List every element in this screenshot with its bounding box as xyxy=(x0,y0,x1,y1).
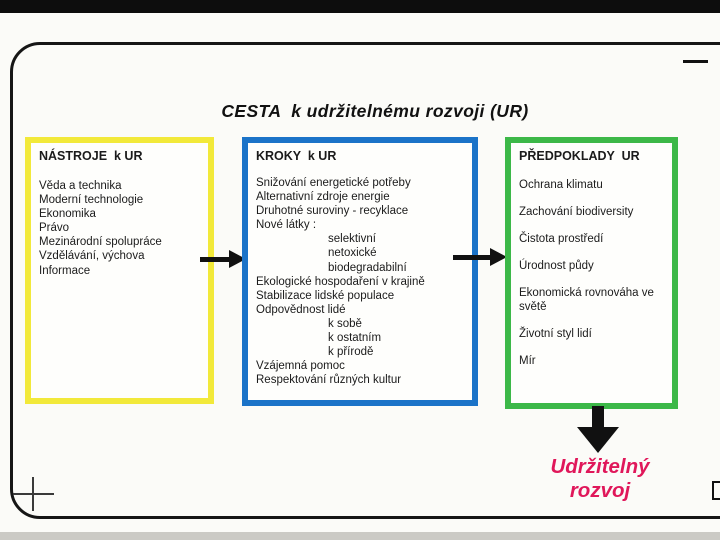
box-kroky: KROKY k UR Snižování energetické potřeby… xyxy=(242,137,478,406)
list-item: Ochrana klimatu xyxy=(519,179,603,191)
arrow-right-head-icon xyxy=(490,248,507,266)
list-item: Vzájemná pomoc xyxy=(256,360,345,373)
list-item: k přírodě xyxy=(328,346,374,359)
list-item: k sobě xyxy=(328,317,362,330)
list-item: selektivní xyxy=(328,233,376,246)
box-kroky-header: KROKY k UR xyxy=(256,149,337,163)
list-item: Stabilizace lidské populace xyxy=(256,289,395,302)
list-item: netoxické xyxy=(328,247,377,260)
arrow-down-icon xyxy=(592,406,604,428)
list-item: Zachování biodiversity xyxy=(519,206,634,218)
result-label-line1: Udržitelný xyxy=(550,455,650,478)
list-item: Mír xyxy=(519,355,536,367)
result-label-line2: rozvoj xyxy=(569,479,631,502)
list-item: Právo xyxy=(39,222,70,235)
list-item: Ekonomika xyxy=(39,208,96,221)
arrow-right-icon xyxy=(453,255,491,260)
list-item: Mezinárodní spolupráce xyxy=(39,236,162,249)
box-nastroje-header: NÁSTROJE k UR xyxy=(39,149,143,163)
arrow-down-head-icon xyxy=(577,427,619,453)
list-item: Úrodnost půdy xyxy=(519,260,594,272)
list-item: Respektování různých kultur xyxy=(256,374,402,387)
list-item: Odpovědnost lidé xyxy=(256,303,346,316)
list-item: Moderní technologie xyxy=(39,194,144,207)
list-item: k ostatním xyxy=(328,332,382,345)
list-item: Druhotné suroviny - recyklace xyxy=(256,205,409,218)
list-item: biodegradabilní xyxy=(328,261,407,274)
crop-bracket-icon xyxy=(712,481,720,500)
list-item: Čistota prostředí xyxy=(519,233,604,245)
crop-plus-icon xyxy=(32,477,34,511)
list-item: Nové látky : xyxy=(256,219,317,232)
list-item: Vzdělávání, výchova xyxy=(39,250,145,263)
dash-mark-icon xyxy=(683,60,708,63)
list-item: Ekonomická rovnováha ve světě xyxy=(519,287,654,313)
list-item: Věda a technika xyxy=(39,180,122,192)
list-item: Ekologické hospodaření v krajině xyxy=(256,275,425,288)
scan-bottom-strip xyxy=(0,532,720,540)
list-item: Alternativní zdroje energie xyxy=(256,191,390,204)
list-item: Životní styl lidí xyxy=(519,328,592,340)
page-title: CESTA k udržitelnému rozvoji (UR) xyxy=(221,101,529,121)
arrow-right-icon xyxy=(200,257,230,262)
list-item: Snižování energetické potřeby xyxy=(256,177,411,189)
list-item: Informace xyxy=(39,264,91,277)
slide-frame-border xyxy=(10,42,720,519)
scan-top-bar xyxy=(0,0,720,13)
result-label: Udržitelný rozvoj xyxy=(500,455,700,503)
box-predpoklady-header: PŘEDPOKLADY UR xyxy=(519,149,640,163)
arrow-right-head-icon xyxy=(229,250,246,268)
